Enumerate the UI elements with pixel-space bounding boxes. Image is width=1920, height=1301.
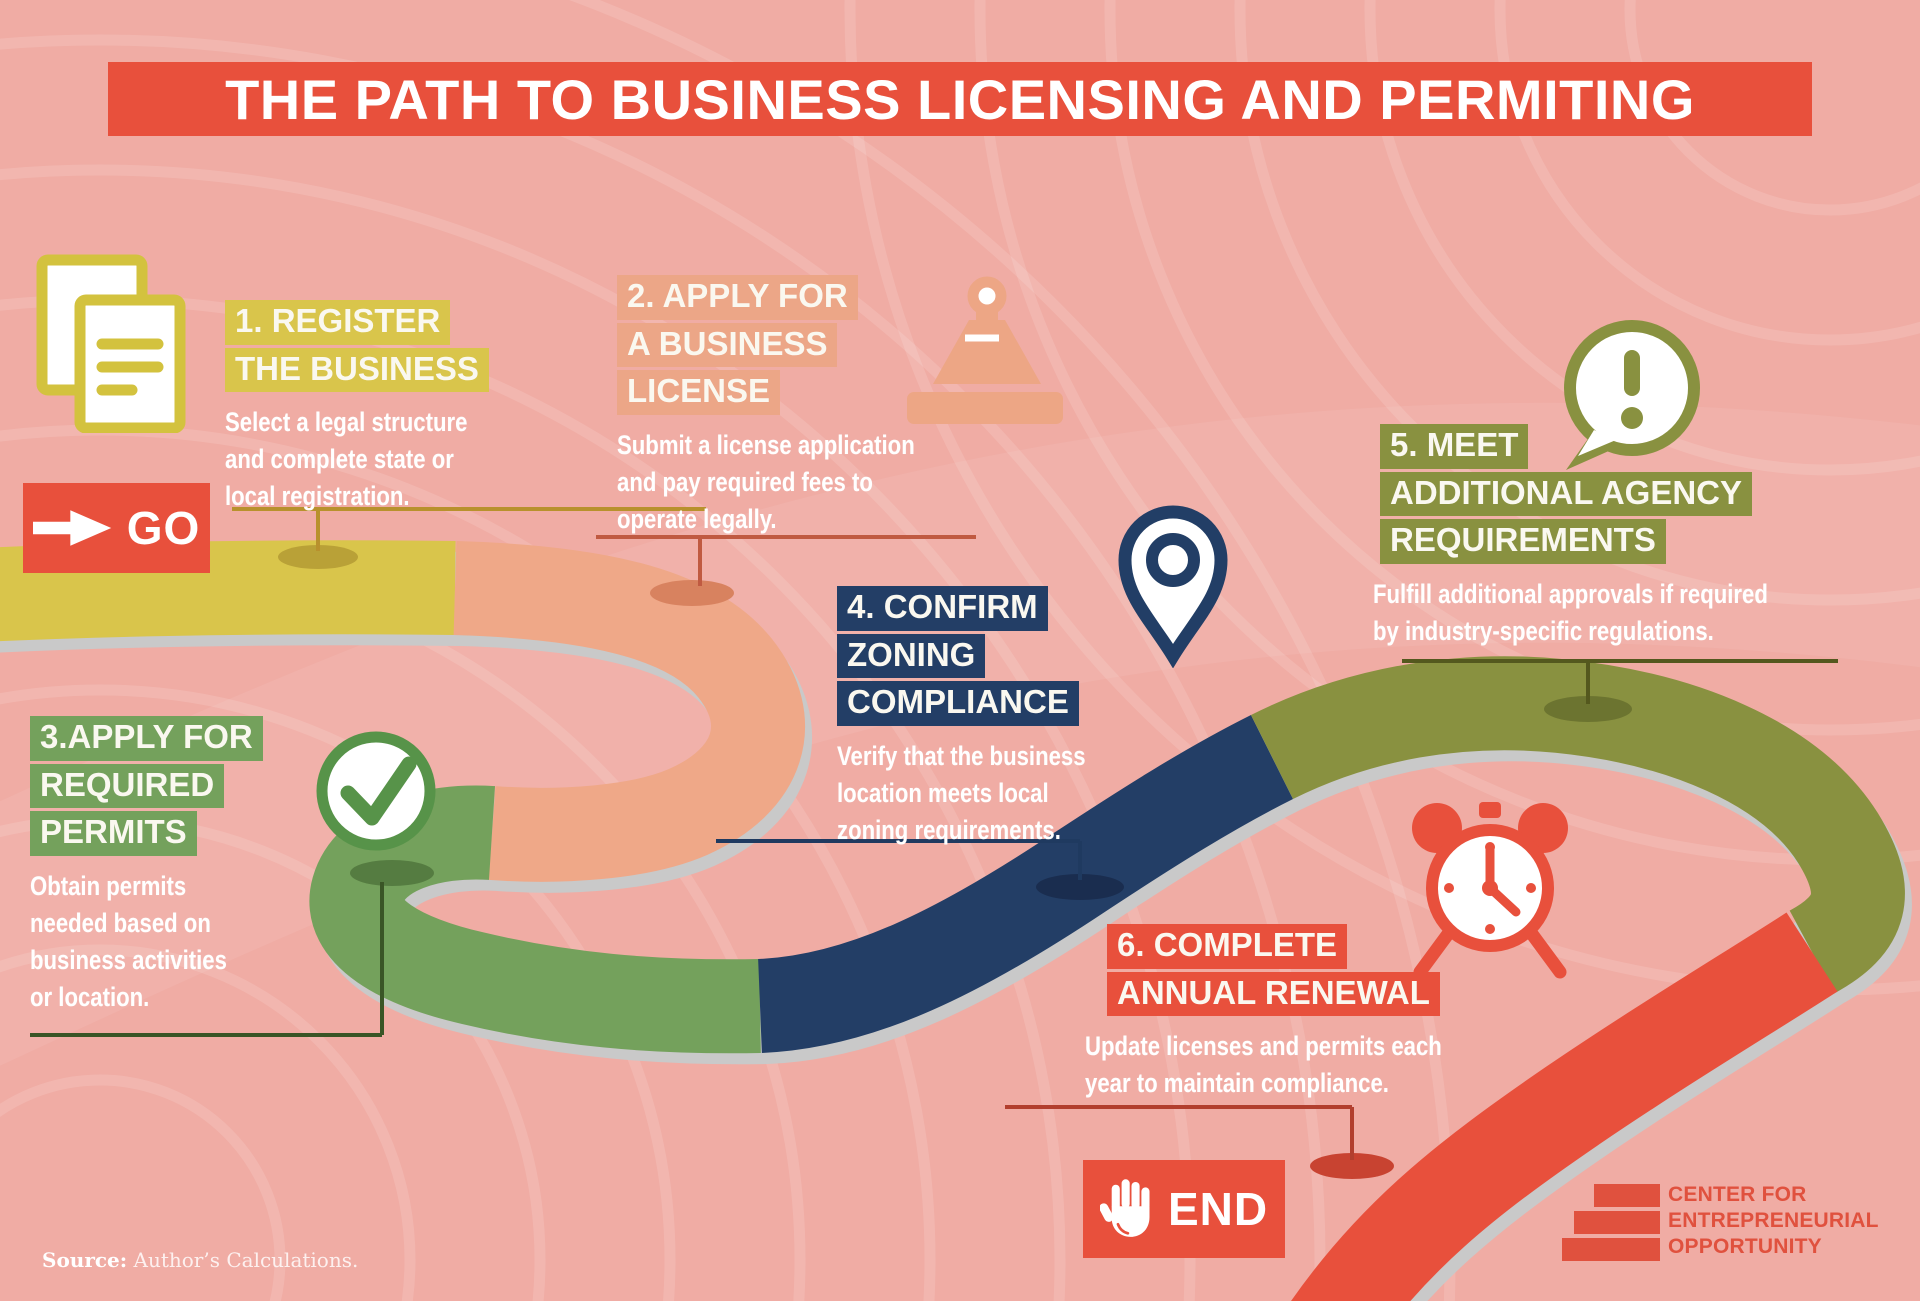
road-segment-3 [309, 785, 761, 1054]
step-heading-line: 1. REGISTER [225, 300, 451, 345]
step-heading-line: 5. MEET [1380, 424, 1529, 469]
step-description: Select a legal structure and complete st… [225, 407, 468, 512]
documents-icon [30, 248, 190, 433]
step-heading-line: A BUSINESS [617, 322, 838, 368]
alarm-clock-icon [1398, 788, 1588, 988]
go-badge: GO [23, 483, 210, 573]
step-4-confirm-zoning-compliance: 4. CONFIRM ZONING COMPLIANCE Verify that… [837, 586, 1140, 849]
step-description: Obtain permits needed based on business … [30, 870, 227, 1012]
step-heading-line: ANNUAL RENEWAL [1107, 971, 1440, 1017]
stop-hand-icon [1099, 1179, 1150, 1237]
road-segment-6 [1291, 912, 1838, 1301]
checkmark-circle-icon [315, 730, 437, 852]
alert-speech-bubble-icon [1548, 318, 1708, 478]
logo-brick [1594, 1184, 1660, 1207]
step-6-complete-annual-renewal: 6. COMPLETE ANNUAL RENEWAL Update licens… [1085, 924, 1520, 1102]
logo-brick [1574, 1211, 1660, 1234]
step-heading-line: ADDITIONAL AGENCY [1380, 471, 1753, 517]
step-1-register-business: 1. REGISTER THE BUSINESS Select a legal … [225, 300, 521, 515]
go-label: GO [126, 502, 201, 554]
end-label: END [1167, 1183, 1269, 1235]
road-segment-2 [453, 541, 805, 882]
step-heading-line: 2. APPLY FOR [617, 275, 858, 320]
source-note: Source: Author’s Calculations. [42, 1248, 358, 1272]
step-heading-line: 3.APPLY FOR [30, 716, 263, 761]
source-text: Author’s Calculations. [133, 1248, 359, 1272]
step-description: Submit a license application and pay req… [617, 429, 915, 534]
step-heading-line: LICENSE [617, 370, 781, 415]
page-title: THE PATH TO BUSINESS LICENSING AND PERMI… [225, 67, 1695, 131]
source-label: Source: [42, 1248, 128, 1272]
logo-text: CENTER FOR ENTREPRENEURIAL OPPORTUNITY [1668, 1183, 1879, 1258]
step-heading-line: REQUIRED [30, 763, 225, 809]
road-marker-dots [278, 545, 1632, 1179]
step-description: Verify that the business location meets … [837, 740, 1086, 845]
step-heading-line: THE BUSINESS [225, 347, 489, 393]
road-segment-5 [1250, 656, 1905, 994]
step-heading-line: PERMITS [30, 811, 197, 856]
step-description: Fulfill additional approvals if required… [1373, 578, 1768, 646]
step-5-meet-agency-requirements: 5. MEET ADDITIONAL AGENCY REQUIREMENTS F… [1373, 424, 1855, 650]
road-segment-1 [0, 540, 456, 642]
step-heading-line: COMPLIANCE [837, 681, 1079, 726]
logo-brick [1562, 1238, 1660, 1261]
location-pin-icon [1114, 498, 1232, 668]
step-heading-line: 6. COMPLETE [1107, 924, 1348, 969]
step-3-apply-required-permits: 3.APPLY FOR REQUIRED PERMITS Obtain perm… [30, 716, 270, 1016]
step-heading-line: ZONING [837, 633, 986, 679]
title-banner: THE PATH TO BUSINESS LICENSING AND PERMI… [108, 62, 1812, 136]
stamp-icon [895, 276, 1075, 431]
step-2-apply-business-license: 2. APPLY FOR A BUSINESS LICENSE Submit a… [617, 275, 980, 538]
arrow-right-icon [32, 510, 111, 546]
step-description: Update licenses and permits each year to… [1085, 1031, 1442, 1099]
step-heading-line: 4. CONFIRM [837, 586, 1048, 631]
end-badge: END [1083, 1160, 1285, 1258]
step-heading-line: REQUIREMENTS [1380, 519, 1666, 564]
